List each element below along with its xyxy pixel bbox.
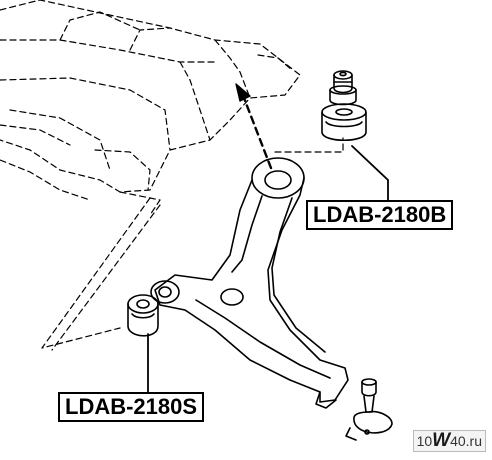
front-bushing-part <box>127 294 159 337</box>
rear-bushing-part <box>321 70 367 141</box>
callout-leaders <box>147 145 389 395</box>
watermark-letter: W <box>432 430 451 451</box>
leader-lines <box>41 137 344 351</box>
subframe-outline <box>0 0 301 216</box>
part-number-label-lower: LDAB-2180S <box>58 392 205 422</box>
mounting-arrow <box>235 83 273 170</box>
part-number-label-upper: LDAB-2180B <box>306 200 454 230</box>
lower-control-arm <box>150 157 349 409</box>
ball-joint-part <box>345 378 393 441</box>
watermark-suffix: 40.ru <box>450 433 482 449</box>
watermark-prefix: 10 <box>416 433 433 449</box>
site-watermark-logo: 10W40.ru <box>412 430 486 452</box>
